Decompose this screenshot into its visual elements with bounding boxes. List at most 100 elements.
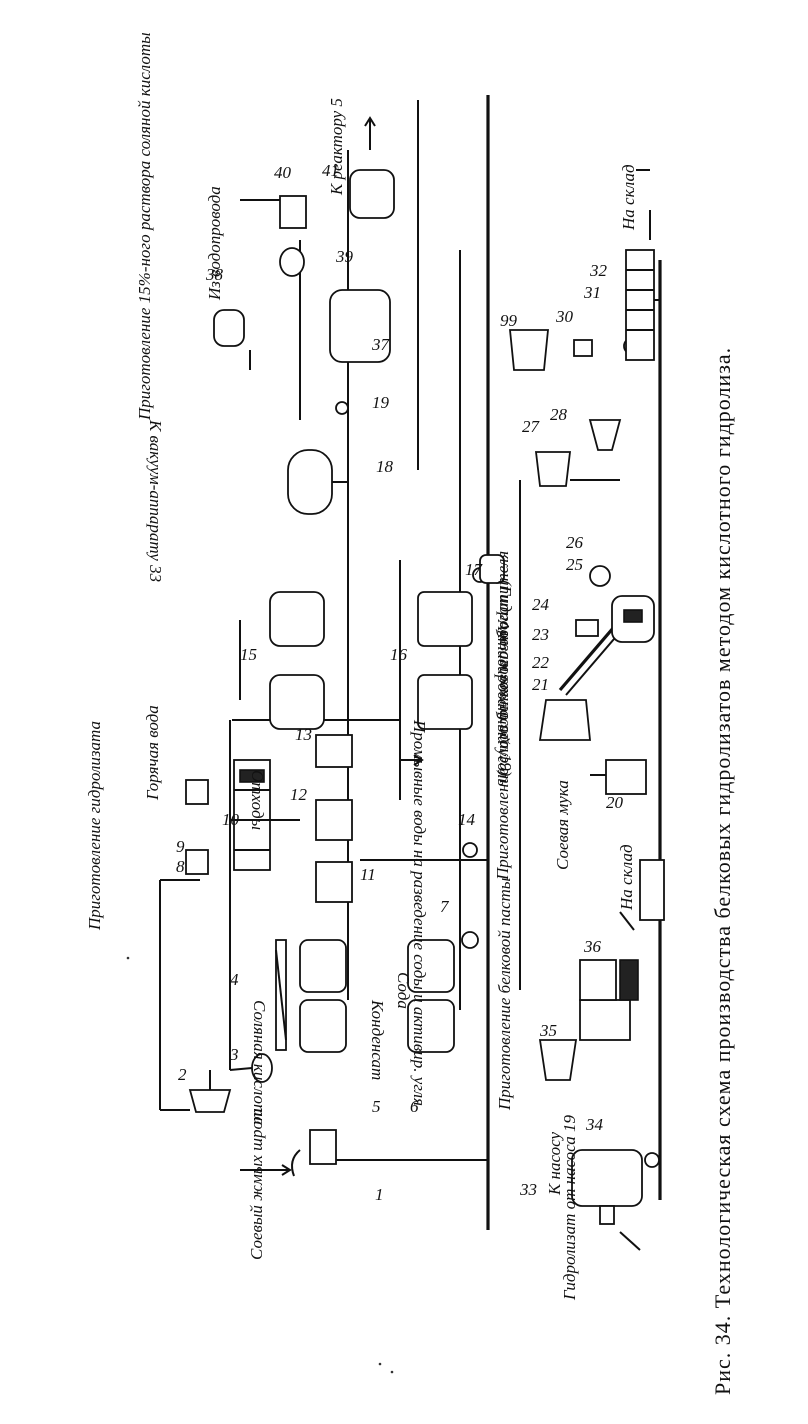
filter-press-10 [233,759,271,871]
flow-arrows [240,116,651,1251]
label-waste: Отходы [248,770,267,830]
pump-34 [644,1152,660,1168]
doser-3 [229,1053,273,1083]
num-28: 28 [550,405,568,424]
label-to-warehouse-2: На склад [619,164,638,231]
num-10: 10 [222,810,240,829]
num-5: 5 [372,1097,381,1116]
num-31: 31 [583,283,601,302]
num-30: 30 [555,307,574,326]
num-19: 19 [372,393,390,412]
label-to-pump: К насосу [545,1131,564,1196]
vacuum-apparatus-33 [571,1149,643,1225]
num-33: 33 [519,1180,537,1199]
collector-13 [315,734,353,768]
num-36: 36 [583,937,602,956]
label-activated-carbon: Активированный уголь [494,619,513,786]
conveyor-4 [275,939,287,1051]
label-from-water-supply: Из водопровода [205,186,224,301]
reactors-6 [407,939,455,1053]
reactors-5 [299,939,347,1053]
pump-14 [462,842,478,858]
acid-tank-38 [213,309,245,347]
cooler-36 [639,859,665,921]
label-wash-water: Промывные воды на разведение соды и акти… [410,719,429,1106]
neutralizers-16 [417,591,473,730]
num-11: 11 [360,865,376,884]
label-enricher-prep: Приготовление слоев белкового обогатител… [493,551,512,881]
figure-caption: Рис. 34. Технологическая схема производс… [710,347,735,1395]
equipment-numbers: 1 2 3 4 5 6 7 8 9 10 11 12 13 14 15 16 1… [176,161,624,1204]
collector-12 [315,799,353,841]
num-35: 35 [539,1021,557,1040]
num-37: 37 [371,335,391,354]
label-soda: Сода [394,972,413,1009]
dryer-26 [611,595,655,643]
receiver-18 [287,449,348,515]
crusher-1 [291,1129,346,1177]
num-29: 99 [500,311,518,330]
num-27: 27 [522,417,541,436]
measurer-39 [279,247,305,277]
num-6: 6 [410,1097,419,1116]
num-7: 7 [440,897,450,916]
num-25: 25 [566,555,583,574]
label-to-reactor: К реактору 5 [327,98,346,196]
label-acid-solution-prep: Приготовление 15%-ного раствора соляной … [135,32,154,421]
num-4: 4 [230,970,239,989]
num-2: 2 [178,1065,187,1084]
equipment [185,169,665,1225]
spray-dryer-35 [538,959,639,1081]
label-condensate: Конденсат [368,999,387,1080]
num-16: 16 [390,645,408,664]
num-14: 14 [458,810,476,829]
num-26: 26 [566,533,584,552]
num-20: 20 [606,793,624,812]
mixer-21 [538,699,591,741]
label-hydrolysate-pump-19: Гидролизат от насоса 19 [560,1114,579,1301]
bin-2 [188,1070,232,1113]
label-soy-flour: Соевая мука [553,780,572,870]
tank-40 [279,195,307,229]
num-8: 8 [176,857,185,876]
num-12: 12 [290,785,308,804]
pump-7 [461,931,479,949]
num-13: 13 [295,725,312,744]
num-39: 39 [335,247,354,266]
num-22: 22 [532,653,550,672]
acid-tank-37 [329,289,391,363]
dryer-24 [589,565,611,587]
label-hot-water: Горячая вода [143,705,162,801]
scan-specks [126,956,394,1374]
hydrolyzers-15 [269,591,325,730]
doser-30 [573,339,593,357]
label-hydrolysate-prep: Приготовление гидролизата [85,721,104,931]
num-1: 1 [375,1185,384,1204]
num-9: 9 [176,837,185,856]
num-40: 40 [274,163,292,182]
num-17: 17 [465,560,484,579]
label-to-warehouse-1: На склад [617,844,636,911]
tank-9 [185,779,209,805]
bin-29 [509,329,549,371]
num-15: 15 [240,645,257,664]
label-hydrochloric-acid: Соляная кислота [250,1000,269,1125]
num-38: 38 [205,265,224,284]
num-18: 18 [376,457,394,476]
process-labels: Соевый жмых шрот Соляная кислота Конденс… [85,32,638,1301]
num-24: 24 [532,595,550,614]
tank-8 [185,849,209,875]
num-32: 32 [589,261,608,280]
screw-23 [575,619,599,637]
bin-27 [534,451,572,487]
collector-11 [315,861,353,903]
num-34: 34 [585,1115,604,1134]
conveyor-32 [625,249,655,361]
label-hydrolysate-from-pump: (Гидролизат от насоса 19) [496,580,515,777]
label-soy-meal: Соевый жмых шрот [247,1109,266,1260]
num-3: 3 [229,1045,239,1064]
num-21: 21 [532,675,549,694]
mill-20 [590,759,647,795]
label-to-vacuum-apparatus: К вакуум-аппарату 33 [146,419,165,582]
